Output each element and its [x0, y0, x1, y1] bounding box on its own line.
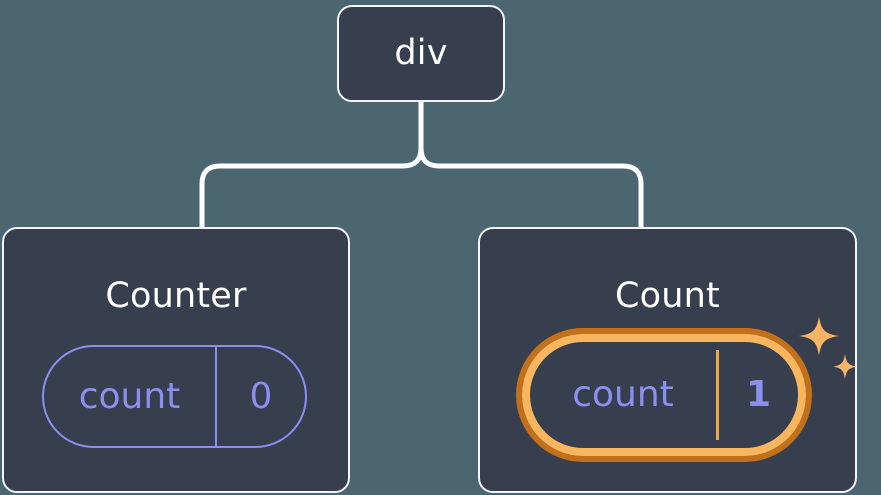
state-key-count: count — [572, 374, 674, 415]
state-pill-count[interactable]: count 1 — [516, 328, 812, 462]
node-div[interactable]: div — [337, 5, 505, 102]
state-key-counter: count — [78, 375, 181, 417]
state-pill-counter-body: count 0 — [42, 345, 307, 448]
state-pill-divider — [716, 350, 719, 440]
state-pill-divider — [215, 347, 217, 446]
node-counter-title: Counter — [105, 276, 247, 316]
node-count-title: Count — [615, 276, 720, 316]
state-pill-counter[interactable]: count 0 — [42, 345, 307, 448]
state-value-counter: 0 — [249, 375, 273, 417]
state-value-count: 1 — [745, 374, 772, 415]
state-pill-count-body: count 1 — [516, 328, 812, 462]
connector-to-counter — [199, 99, 424, 231]
node-div-label: div — [394, 33, 448, 73]
connector-to-count — [418, 99, 644, 231]
